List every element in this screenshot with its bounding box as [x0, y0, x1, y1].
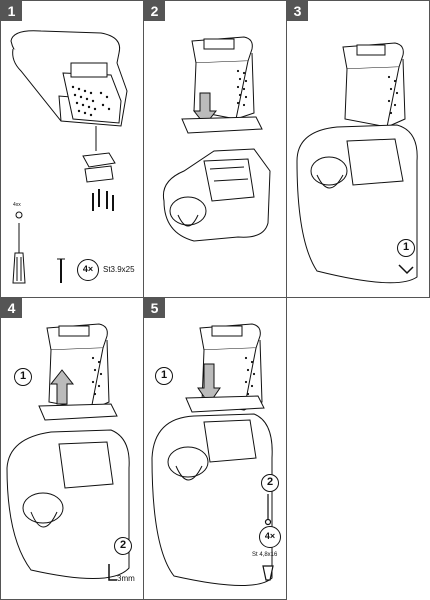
- screw-icon: [92, 189, 114, 211]
- panel-number: 3: [287, 1, 308, 21]
- console-icon: [151, 413, 273, 587]
- screwdriver-icon: [12, 211, 26, 284]
- quantity-badge: 4×: [77, 259, 99, 281]
- step-number: 2: [114, 537, 132, 555]
- hex-key-icon: [108, 564, 117, 581]
- step-number: 1: [155, 367, 173, 385]
- screw-spec: St 4,8x16: [252, 552, 278, 558]
- mounting-bracket-icon: [82, 126, 116, 183]
- removal-illustration: [6, 323, 130, 580]
- install-illustration: [151, 323, 274, 587]
- panel-5: 5: [143, 297, 287, 600]
- install-illustration: [162, 36, 271, 242]
- step-number: 1: [397, 239, 415, 257]
- panel-4: 4: [0, 297, 144, 600]
- console-icon: [162, 148, 271, 242]
- armrest-icon: [199, 323, 263, 411]
- panel-3: 3 1: [286, 0, 430, 298]
- armrest-assembly-illustration: [10, 30, 128, 284]
- down-arrow-icon: [197, 363, 221, 405]
- up-arrow-icon: [49, 369, 75, 405]
- tool-label: 3mm: [117, 574, 135, 583]
- console-icon: [6, 429, 130, 580]
- quantity-badge: 4×: [259, 526, 281, 548]
- armrest-icon: [10, 30, 128, 127]
- screw-spec: St3.9x25: [103, 265, 135, 274]
- panel-number: 2: [144, 1, 165, 21]
- console-icon: [296, 124, 418, 284]
- step-number: 2: [261, 474, 279, 492]
- step-number: 1: [14, 368, 32, 386]
- screw-icon: [262, 494, 274, 581]
- panel-1: 1: [0, 0, 144, 298]
- armrest-icon: [342, 42, 406, 128]
- panel-number: 4: [1, 298, 22, 318]
- tiny-label: 4xx: [13, 202, 21, 208]
- panel-2: 2: [143, 0, 287, 298]
- panel-number: 5: [144, 298, 165, 318]
- panel-number: 1: [1, 1, 22, 21]
- install-illustration: [296, 42, 418, 284]
